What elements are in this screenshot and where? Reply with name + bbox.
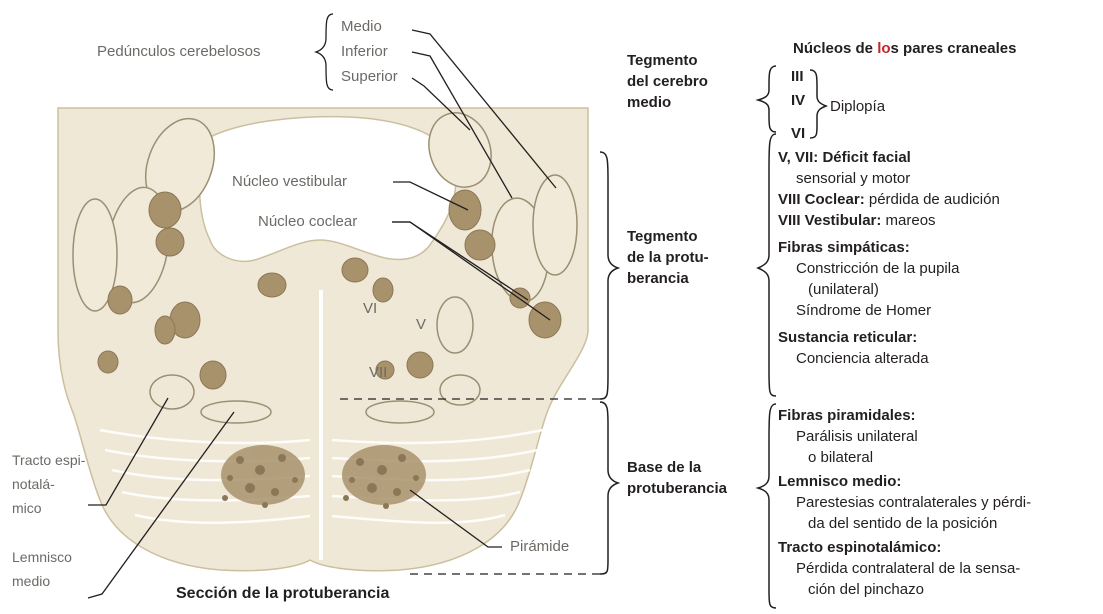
finding-pir-1: Parálisis unilateral <box>796 428 918 445</box>
nucleus-7 <box>341 257 369 283</box>
finding-pir-2: o bilateral <box>808 449 874 466</box>
finding-espino: Tracto espinotalámico: <box>778 539 942 556</box>
leader-medio <box>411 29 557 189</box>
finding-simp-3: Síndrome de Homer <box>796 302 932 319</box>
vi-label: VI <box>363 300 378 317</box>
finding-simp-1: Constricción de la pupila <box>796 260 960 277</box>
leader-superior <box>411 77 471 131</box>
nucleus-10 <box>528 301 562 339</box>
finding-lem-1: Parestesias contralaterales y pérdi- <box>796 494 1032 511</box>
peduncle-brace <box>313 13 334 91</box>
finding-piramidales: Fibras piramidales: <box>778 407 916 424</box>
findings-base: Fibras piramidales: Parálisis unilateral… <box>778 405 1031 600</box>
pyramid-right <box>342 445 426 505</box>
finding-v-vii: V, VII: Déficit facial <box>778 149 911 166</box>
left-peduncle-3 <box>72 198 118 312</box>
piramide-label: Pirámide <box>510 538 570 555</box>
brace-base <box>599 401 621 575</box>
region-base: Base de la protuberancia <box>627 459 728 497</box>
finding-viii-vestibular: VIII Vestibular: mareos <box>778 212 936 229</box>
findings-title: Núcleos de los pares craneales <box>793 40 1017 57</box>
vestibular-nucleus-left <box>148 191 182 229</box>
finding-simp-2: (unilateral) <box>808 281 879 298</box>
peduncle-superior-label: Superior <box>341 68 398 85</box>
brace-base-findings <box>755 403 777 609</box>
v-label: V <box>416 316 427 333</box>
nucleus-v <box>436 296 474 354</box>
nucleus-2 <box>257 272 287 298</box>
lemniscus-right <box>365 400 435 424</box>
vestibular-label: Núcleo vestibular <box>232 173 348 190</box>
caption: Sección de la protuberancia <box>176 585 390 602</box>
finding-lemnisco: Lemnisco medio: <box>778 473 902 490</box>
spinothalamic-left <box>149 374 195 410</box>
findings-protuberancia: V, VII: Déficit facial sensorial y motor… <box>778 147 1000 369</box>
nucleus-vii <box>439 374 481 406</box>
finding-esp-1: Pérdida contralateral de la sensa- <box>796 560 1021 577</box>
finding-viii-coclear: VIII Coclear: pérdida de audición <box>778 191 1000 208</box>
cochlear-nucleus-left <box>155 227 185 257</box>
peduncle-medio-label: Medio <box>341 18 382 35</box>
leader-coclear-2 <box>392 221 551 321</box>
brace-tegmento-protuberancia <box>599 151 621 400</box>
right-peduncle-medio <box>532 174 578 276</box>
right-peduncle-superior <box>428 112 492 188</box>
tracto-label: Tracto espi- notalá- mico <box>12 452 86 516</box>
region-protuberancia: Tegmento de la protu- berancia <box>627 228 709 287</box>
nucleus-5 <box>199 360 227 390</box>
vestibular-nucleus-right <box>448 189 482 231</box>
pyramid-left <box>221 445 305 505</box>
nucleus-11 <box>509 287 531 309</box>
leader-piramide <box>409 489 502 548</box>
finding-diplopia: Diplopía <box>830 98 886 115</box>
finding-iii: III <box>791 68 804 85</box>
finding-iv: IV <box>791 92 806 109</box>
finding-reticular-1: Conciencia alterada <box>796 350 929 367</box>
nucleus-1 <box>107 285 133 315</box>
brace-cerebro-medio <box>755 65 777 133</box>
vii-label: VII <box>369 364 388 381</box>
leader-lemnisco <box>87 411 235 599</box>
finding-simpaticas: Fibras simpáticas: <box>778 239 910 256</box>
finding-lem-2: da del sentido de la posición <box>808 515 998 532</box>
finding-vi: VI <box>791 125 806 142</box>
lemnisco-label: Lemnisco medio <box>12 549 72 589</box>
finding-reticular: Sustancia reticular: <box>778 329 918 346</box>
nucleus-6 <box>97 350 119 374</box>
brace-iii-iv <box>809 69 829 139</box>
leader-inferior <box>411 51 513 199</box>
nucleus-4 <box>154 315 176 345</box>
peduncle-inferior-label: Inferior <box>341 43 388 60</box>
leader-tracto <box>88 397 169 506</box>
nucleus-9 <box>406 351 434 379</box>
brace-protuberancia-findings <box>756 133 777 397</box>
finding-esp-2: ción del pinchazo <box>808 581 924 598</box>
peduncles-label: Pedúnculos cerebelosos <box>97 43 261 60</box>
nucleus-8 <box>372 277 394 303</box>
cochlear-nucleus-right <box>464 229 496 261</box>
nucleus-12 <box>375 360 395 380</box>
fourth-ventricle <box>198 115 457 262</box>
lemniscus-left <box>200 400 272 424</box>
region-cerebro-medio: Tegmento del cerebro medio <box>627 52 708 111</box>
coclear-label: Núcleo coclear <box>258 213 358 230</box>
finding-v-vii-sub: sensorial y motor <box>796 170 911 187</box>
leader-vestibular <box>393 181 469 211</box>
